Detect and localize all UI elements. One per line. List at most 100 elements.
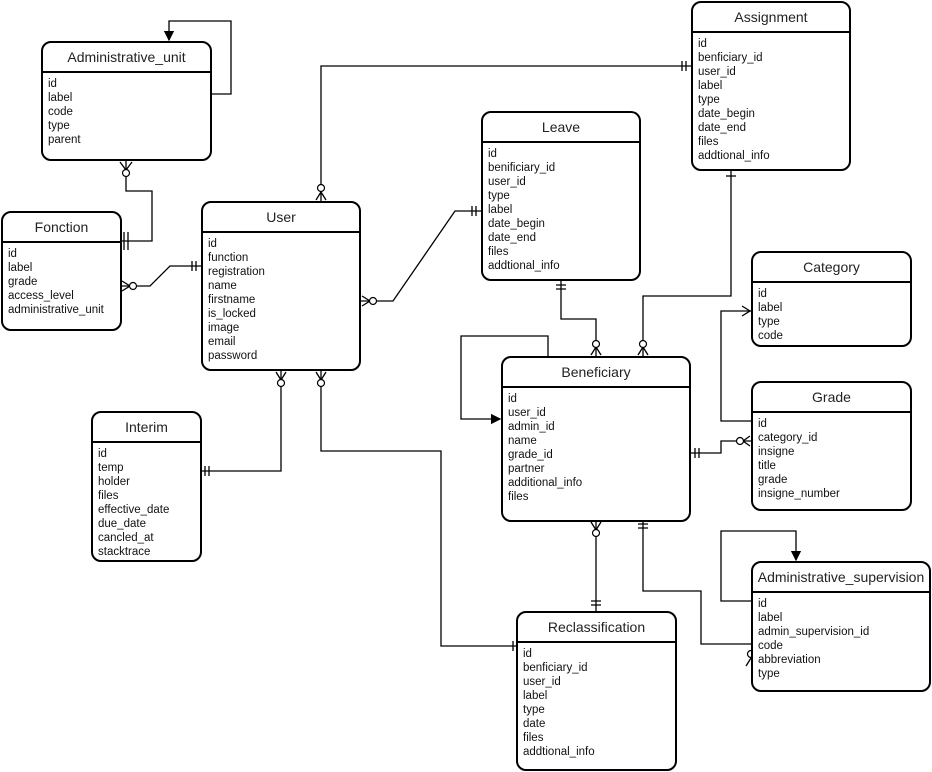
entity-field: addtional_info bbox=[488, 260, 560, 272]
entity-field: name bbox=[208, 280, 237, 292]
entity-field: date_begin bbox=[698, 108, 755, 120]
entity-field: administrative_unit bbox=[8, 304, 104, 316]
admin-unit-parent-loop bbox=[163, 20, 232, 95]
entity-field: title bbox=[758, 460, 776, 472]
entity-field: user_id bbox=[523, 676, 561, 688]
entity-field: benificiary_id bbox=[488, 162, 556, 174]
entity-field: insigne_number bbox=[758, 488, 840, 500]
entity-field: id bbox=[698, 38, 707, 50]
entity-field: code bbox=[758, 640, 783, 652]
entity-field: id bbox=[48, 78, 57, 90]
entity-field: label bbox=[523, 690, 548, 702]
entity-field: id bbox=[98, 448, 107, 460]
entity-field: files bbox=[508, 491, 529, 503]
entity-field: code bbox=[758, 330, 783, 342]
entity-field: files bbox=[698, 136, 719, 148]
entity-field: label bbox=[698, 80, 723, 92]
entity-field: abbreviation bbox=[758, 654, 821, 666]
entity-field: password bbox=[208, 350, 258, 362]
entity-field: temp bbox=[98, 462, 124, 474]
entity-title: Fonction bbox=[3, 213, 120, 243]
entity-field: admin_id bbox=[508, 421, 555, 433]
supervision-parent-loop bbox=[720, 530, 802, 602]
entity-field: date bbox=[523, 718, 546, 730]
entity-field: id bbox=[523, 648, 532, 660]
entity-field: function bbox=[208, 252, 249, 264]
entity-field: addtional_info bbox=[698, 150, 770, 162]
entity-title: Grade bbox=[753, 383, 910, 413]
beneficiary-supervision-link bbox=[642, 521, 751, 645]
entity-field: holder bbox=[98, 476, 130, 488]
entity-field: due_date bbox=[98, 518, 146, 530]
assignment-beneficiary-link bbox=[642, 171, 732, 356]
entity-field: additional_info bbox=[508, 477, 583, 489]
entity-field: firstname bbox=[208, 294, 256, 306]
entity-field: id bbox=[508, 393, 517, 405]
entity-field: partner bbox=[508, 463, 545, 475]
entity-field: stacktrace bbox=[98, 546, 151, 558]
entity-field: code bbox=[48, 106, 73, 118]
entity-title: Leave bbox=[483, 113, 639, 143]
beneficiary-admin-loop bbox=[460, 335, 549, 425]
entity-field: user_id bbox=[508, 407, 546, 419]
entity-field: category_id bbox=[758, 432, 818, 444]
entity-field: type bbox=[488, 190, 510, 202]
entity-field: id bbox=[758, 418, 767, 430]
entity-field: id bbox=[8, 248, 17, 260]
entity-field: grade_id bbox=[508, 449, 553, 461]
entity-field: registration bbox=[208, 266, 265, 278]
entity-field: date_end bbox=[698, 122, 746, 134]
entity-field: type bbox=[523, 704, 545, 716]
entity-field: name bbox=[508, 435, 537, 447]
entity-field: admin_supervision_id bbox=[758, 626, 870, 638]
entity-field: files bbox=[523, 732, 544, 744]
entity-field: id bbox=[758, 288, 767, 300]
entity-title: Administrative_unit bbox=[43, 43, 210, 73]
entity-field: insigne bbox=[758, 446, 795, 458]
entity-field: grade bbox=[758, 474, 788, 486]
entity-field: benficiary_id bbox=[523, 662, 588, 674]
entity-field: type bbox=[698, 94, 720, 106]
entity-field: id bbox=[758, 598, 767, 610]
entity-field: user_id bbox=[488, 176, 526, 188]
entity-field: parent bbox=[48, 134, 81, 146]
entity-field: date_begin bbox=[488, 218, 545, 230]
entity-field: image bbox=[208, 322, 240, 334]
entity-field: benficiary_id bbox=[698, 52, 763, 64]
entity-field: label bbox=[488, 204, 513, 216]
entity-field: label bbox=[48, 92, 73, 104]
entity-title: Reclassification bbox=[518, 613, 675, 643]
user-interim-link bbox=[202, 371, 282, 472]
field-list: id label code type parent bbox=[43, 73, 210, 147]
entity-field: files bbox=[488, 246, 509, 258]
entity-title: Category bbox=[753, 253, 910, 283]
entity-field: access_level bbox=[8, 290, 74, 302]
entity-title: User bbox=[203, 203, 359, 233]
entity-field: type bbox=[48, 120, 70, 132]
entity-field: effective_date bbox=[98, 504, 170, 516]
entity-field: label bbox=[758, 302, 783, 314]
entity-field: label bbox=[758, 612, 783, 624]
entity-field: type bbox=[758, 668, 780, 680]
entity-title: Interim bbox=[93, 413, 200, 443]
